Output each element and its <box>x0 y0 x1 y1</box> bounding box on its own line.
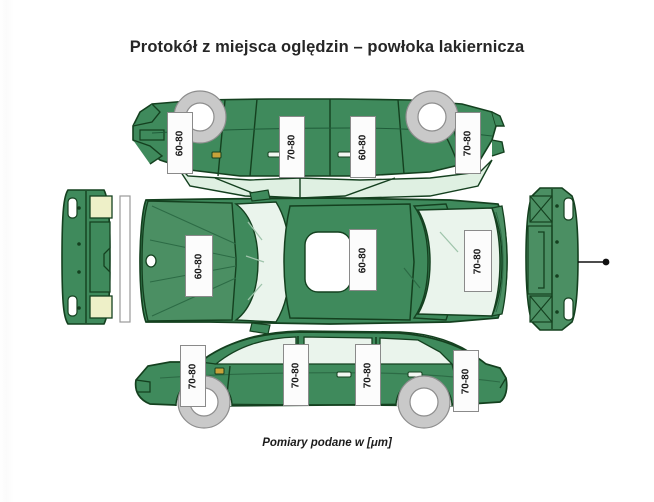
top-view-group <box>132 90 506 199</box>
top-view-wheel-rear <box>405 90 459 144</box>
measurement-chip-top-2: 70-80 <box>279 116 305 178</box>
measurement-chip-top-1: 60-80 <box>167 112 193 174</box>
measurement-value: 70-80 <box>362 362 374 388</box>
measurement-chip-bot-2: 70-80 <box>283 344 309 406</box>
measurement-value: 70-80 <box>460 368 472 394</box>
side-view-wheel-rear <box>397 375 451 429</box>
measurement-value: 60-80 <box>357 134 369 160</box>
measurement-chip-top-3: 60-80 <box>350 116 376 178</box>
measurement-value: 70-80 <box>290 362 302 388</box>
measurement-chip-mid-1: 60-80 <box>185 235 213 297</box>
measurement-chip-top-4: 70-80 <box>455 112 481 174</box>
side-view-group <box>134 330 508 429</box>
rear-view-group <box>525 187 610 331</box>
measurement-value: 60-80 <box>357 247 369 273</box>
measurement-chip-bot-3: 70-80 <box>355 344 381 406</box>
measurement-chip-bot-1: 70-80 <box>180 345 206 407</box>
measurement-value: 60-80 <box>193 253 205 279</box>
page-title: Protokół z miejsca oględzin – powłoka la… <box>129 38 525 56</box>
measurement-value: 60-80 <box>174 130 186 156</box>
measurement-value: 70-80 <box>462 130 474 156</box>
measurement-value: 70-80 <box>286 134 298 160</box>
measurement-value: 70-80 <box>187 363 199 389</box>
measurement-chip-mid-3: 70-80 <box>464 230 492 292</box>
measurement-chip-mid-2: 60-80 <box>349 229 377 291</box>
units-caption: Pomiary podane w [μm] <box>262 437 392 449</box>
measurement-value: 70-80 <box>472 248 484 274</box>
front-view-group <box>61 189 131 325</box>
measurement-chip-bot-4: 70-80 <box>453 350 479 412</box>
